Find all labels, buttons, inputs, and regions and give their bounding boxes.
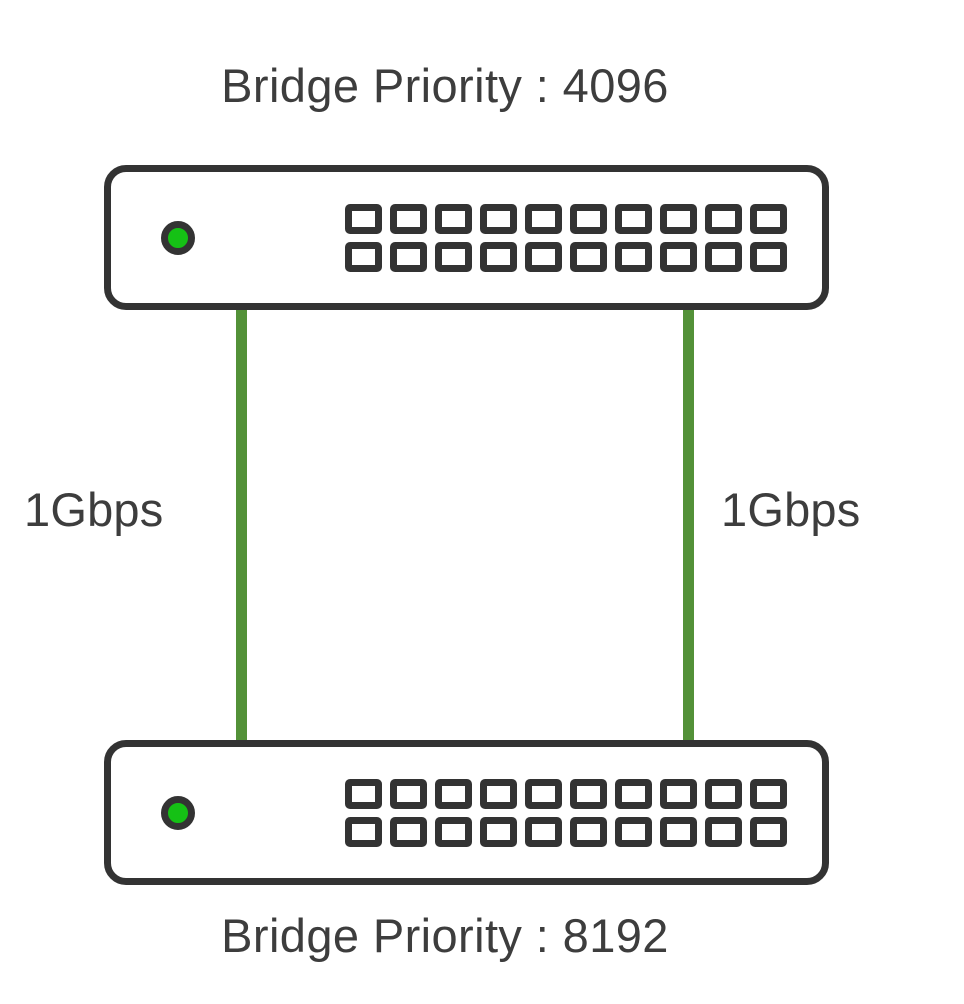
port-icon[interactable]: [705, 241, 742, 272]
port-icon[interactable]: [750, 203, 787, 234]
port-icon[interactable]: [570, 778, 607, 809]
port-icon[interactable]: [615, 203, 652, 234]
link-right: [683, 310, 694, 744]
link-speed-label-left: 1Gbps: [24, 483, 164, 536]
port-icon[interactable]: [570, 203, 607, 234]
port-icon[interactable]: [750, 241, 787, 272]
port-row: [345, 241, 787, 272]
port-icon[interactable]: [480, 778, 517, 809]
port-icon[interactable]: [660, 778, 697, 809]
port-icon[interactable]: [525, 203, 562, 234]
port-icon[interactable]: [435, 203, 472, 234]
port-icon[interactable]: [660, 241, 697, 272]
port-icon[interactable]: [615, 241, 652, 272]
port-icon[interactable]: [345, 241, 382, 272]
link-speed-label-right: 1Gbps: [721, 483, 861, 536]
port-icon[interactable]: [705, 203, 742, 234]
port-icon[interactable]: [345, 816, 382, 847]
port-icon[interactable]: [390, 241, 427, 272]
port-icon[interactable]: [750, 778, 787, 809]
port-icon[interactable]: [390, 203, 427, 234]
port-icon[interactable]: [660, 816, 697, 847]
port-icon[interactable]: [435, 241, 472, 272]
port-icon[interactable]: [570, 241, 607, 272]
port-icon[interactable]: [525, 241, 562, 272]
port-row: [345, 203, 787, 234]
port-icon[interactable]: [615, 778, 652, 809]
network-switch-top[interactable]: [104, 165, 829, 310]
status-led-icon: [161, 220, 195, 255]
port-grid: [345, 203, 787, 272]
network-switch-bottom[interactable]: [104, 740, 829, 885]
status-led-icon: [161, 795, 195, 830]
port-icon[interactable]: [435, 816, 472, 847]
port-row: [345, 816, 787, 847]
bridge-priority-label-top: Bridge Priority : 4096: [221, 59, 669, 112]
port-icon[interactable]: [750, 816, 787, 847]
port-row: [345, 778, 787, 809]
port-icon[interactable]: [435, 778, 472, 809]
port-icon[interactable]: [660, 203, 697, 234]
port-icon[interactable]: [570, 816, 607, 847]
port-icon[interactable]: [390, 778, 427, 809]
port-icon[interactable]: [480, 203, 517, 234]
port-grid: [345, 778, 787, 847]
port-icon[interactable]: [705, 778, 742, 809]
port-icon[interactable]: [345, 203, 382, 234]
port-icon[interactable]: [705, 816, 742, 847]
port-icon[interactable]: [480, 241, 517, 272]
port-icon[interactable]: [525, 816, 562, 847]
port-icon[interactable]: [480, 816, 517, 847]
bridge-priority-label-bottom: Bridge Priority : 8192: [221, 909, 669, 962]
port-icon[interactable]: [525, 778, 562, 809]
port-icon[interactable]: [615, 816, 652, 847]
port-icon[interactable]: [390, 816, 427, 847]
link-left: [236, 310, 247, 744]
port-icon[interactable]: [345, 778, 382, 809]
